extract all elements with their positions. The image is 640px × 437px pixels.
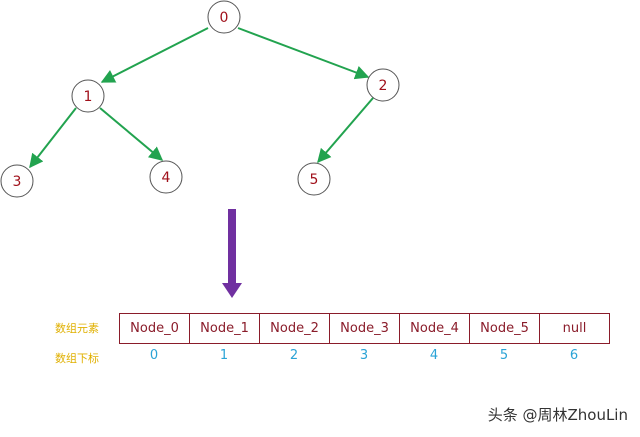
node-label: 0 <box>220 10 229 26</box>
edge-0-1 <box>100 27 209 83</box>
node-label: 4 <box>162 170 171 186</box>
tree-node-1: 1 <box>71 79 105 113</box>
edge-0-2 <box>237 27 370 80</box>
array-index: 4 <box>429 348 439 363</box>
array-cell: Node_1 <box>190 314 260 343</box>
array-index: 0 <box>149 348 159 363</box>
array-elements-label: 数组元素 <box>55 322 99 335</box>
array-cell: Node_0 <box>120 314 190 343</box>
array-cell: Node_3 <box>330 314 400 343</box>
array-cell: Node_4 <box>400 314 470 343</box>
array-table: Node_0 Node_1 Node_2 Node_3 Node_4 Node_… <box>119 313 610 344</box>
array-cell: null <box>562 321 587 336</box>
tree-node-5: 5 <box>297 162 331 196</box>
edge-1-3 <box>29 107 77 169</box>
tree-node-0: 0 <box>207 0 241 34</box>
array-index-row: 0 1 2 3 4 5 6 <box>119 348 609 363</box>
tree-node-2: 2 <box>366 68 400 102</box>
array-index: 6 <box>569 348 579 363</box>
node-label: 2 <box>379 78 388 94</box>
array-index: 3 <box>359 348 369 363</box>
array-cell: Node_2 <box>260 314 330 343</box>
array-index: 5 <box>499 348 509 363</box>
array-indices-label: 数组下标 <box>55 352 99 365</box>
edge-2-5 <box>317 97 374 164</box>
node-label: 1 <box>84 89 93 105</box>
node-label: 5 <box>310 172 319 188</box>
down-arrow-icon <box>222 209 242 298</box>
array-index: 2 <box>289 348 299 363</box>
tree-node-3: 3 <box>0 164 34 198</box>
watermark: 头条 @周林ZhouLin <box>487 406 628 424</box>
array-index: 1 <box>219 348 229 363</box>
array-cell: Node_5 <box>470 314 540 343</box>
node-label: 3 <box>13 174 22 190</box>
tree-node-4: 4 <box>149 160 183 194</box>
edge-1-4 <box>99 107 164 161</box>
